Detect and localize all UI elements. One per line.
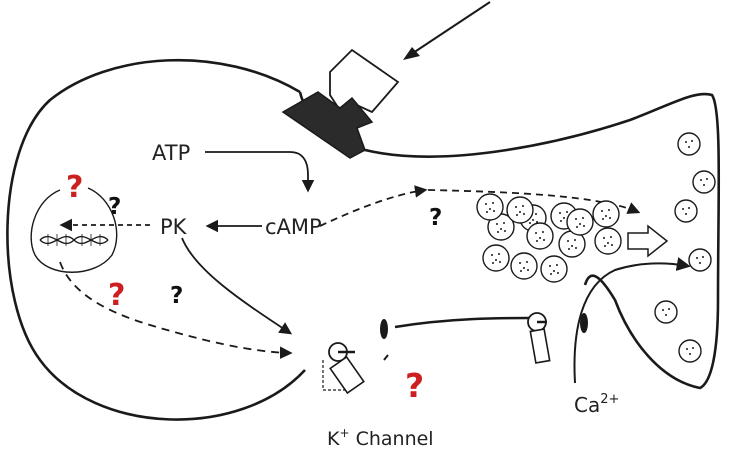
vesicle	[526, 222, 554, 250]
receptor-ligand	[329, 48, 400, 121]
calcium-label-ca: Ca	[574, 393, 600, 417]
vesicle	[487, 213, 515, 241]
terminal-vesicle	[654, 300, 678, 324]
nucleus	[30, 187, 118, 273]
axon-membrane-segment	[380, 312, 551, 364]
k-channel-label: K+ Channel	[327, 426, 434, 450]
vesicle	[506, 196, 534, 224]
terminal-vesicle	[688, 248, 712, 272]
calcium-channel-mark	[580, 313, 588, 333]
k-channel-label-sup: +	[339, 426, 349, 440]
camp-label: cAMP	[265, 215, 322, 239]
vesicle	[510, 252, 538, 280]
incoming-signal-arrow	[403, 1, 491, 60]
arrow-pk-to-channel	[181, 237, 293, 335]
receptor-dark-block	[281, 91, 374, 159]
k-channel	[322, 342, 389, 395]
atp-label: ATP	[152, 141, 190, 165]
k-channel-label-word: Channel	[350, 428, 434, 450]
vesicle	[594, 227, 622, 255]
terminal-vesicle	[677, 132, 701, 156]
vesicle	[482, 244, 510, 272]
cell-membrane	[6, 58, 721, 421]
vesicle	[592, 200, 620, 228]
terminal-vesicle	[678, 339, 702, 363]
question-mark-nucleus-side: ?	[108, 194, 121, 220]
pk-label: PK	[160, 215, 188, 239]
arrow-camp-to-release	[427, 189, 641, 214]
k-channel-label-k: K	[327, 428, 340, 450]
question-mark-channel: ?	[405, 366, 424, 405]
vesicle	[566, 208, 594, 236]
question-mark-nucleus-bottom: ?	[108, 278, 125, 313]
vesicle	[476, 193, 504, 221]
dna-icon	[39, 234, 109, 246]
question-mark-nucleus-top: ?	[66, 170, 83, 205]
arrow-atp-to-camp	[205, 151, 315, 193]
arrow-camp-to-vesicles	[319, 185, 428, 227]
arrow-calcium-inflow	[573, 257, 691, 384]
receptor-complex	[281, 48, 400, 159]
terminal-vesicle	[692, 170, 716, 194]
vesicle	[540, 255, 568, 283]
calcium-label: Ca2+	[574, 392, 619, 417]
calcium-label-sup: 2+	[600, 392, 619, 407]
arrow-nucleus-to-channel	[59, 261, 293, 360]
question-mark-camp-vesicles: ?	[429, 205, 442, 231]
question-mark-pk-path: ?	[170, 283, 183, 309]
vesicle-cluster	[476, 193, 622, 283]
terminal-vesicle	[674, 199, 698, 223]
terminal-vesicles	[654, 132, 716, 363]
hollow-release-arrow	[627, 224, 669, 258]
